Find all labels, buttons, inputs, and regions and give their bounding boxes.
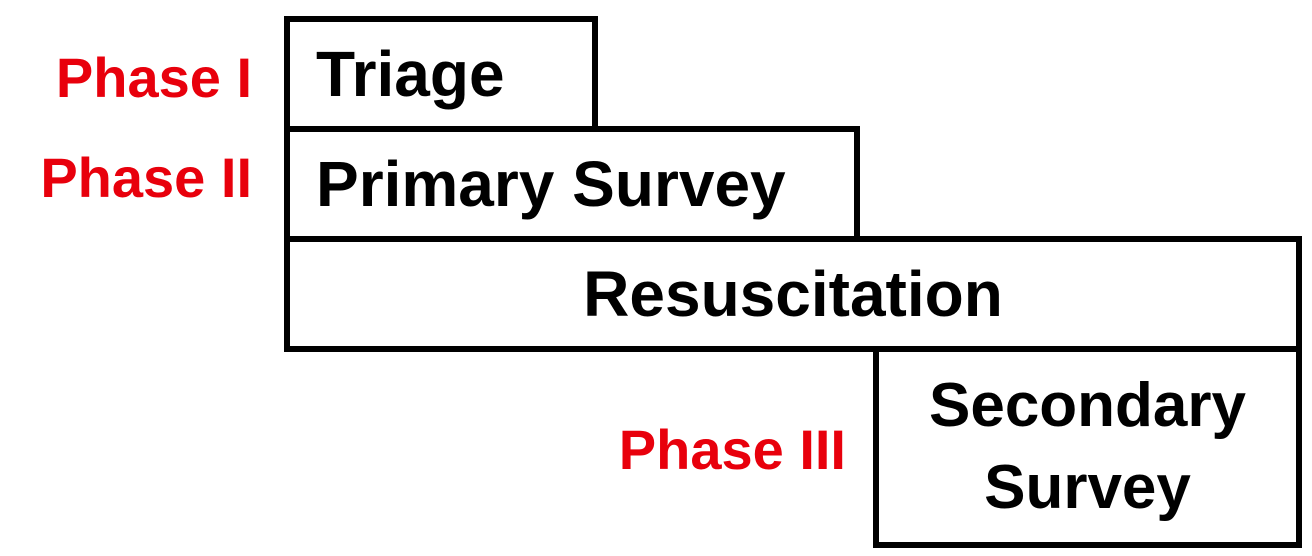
secondary-survey-label-line2: Survey [984,453,1191,522]
resuscitation-box: Resuscitation [284,236,1302,352]
phase-2-label: Phase II [40,146,252,209]
secondary-survey-box: Secondary Survey [873,346,1302,548]
phase-1-label: Phase I [55,46,252,109]
resuscitation-label: Resuscitation [583,258,1003,330]
secondary-survey-label-line1: Secondary [928,371,1247,441]
phase-3-label: Phase III [618,418,846,481]
secondary-survey-label: Secondary Survey [929,365,1246,529]
triage-label: Triage [316,38,505,110]
primary-survey-label: Primary Survey [316,148,786,220]
primary-survey-box: Primary Survey [284,126,860,242]
triage-box: Triage [284,16,598,132]
